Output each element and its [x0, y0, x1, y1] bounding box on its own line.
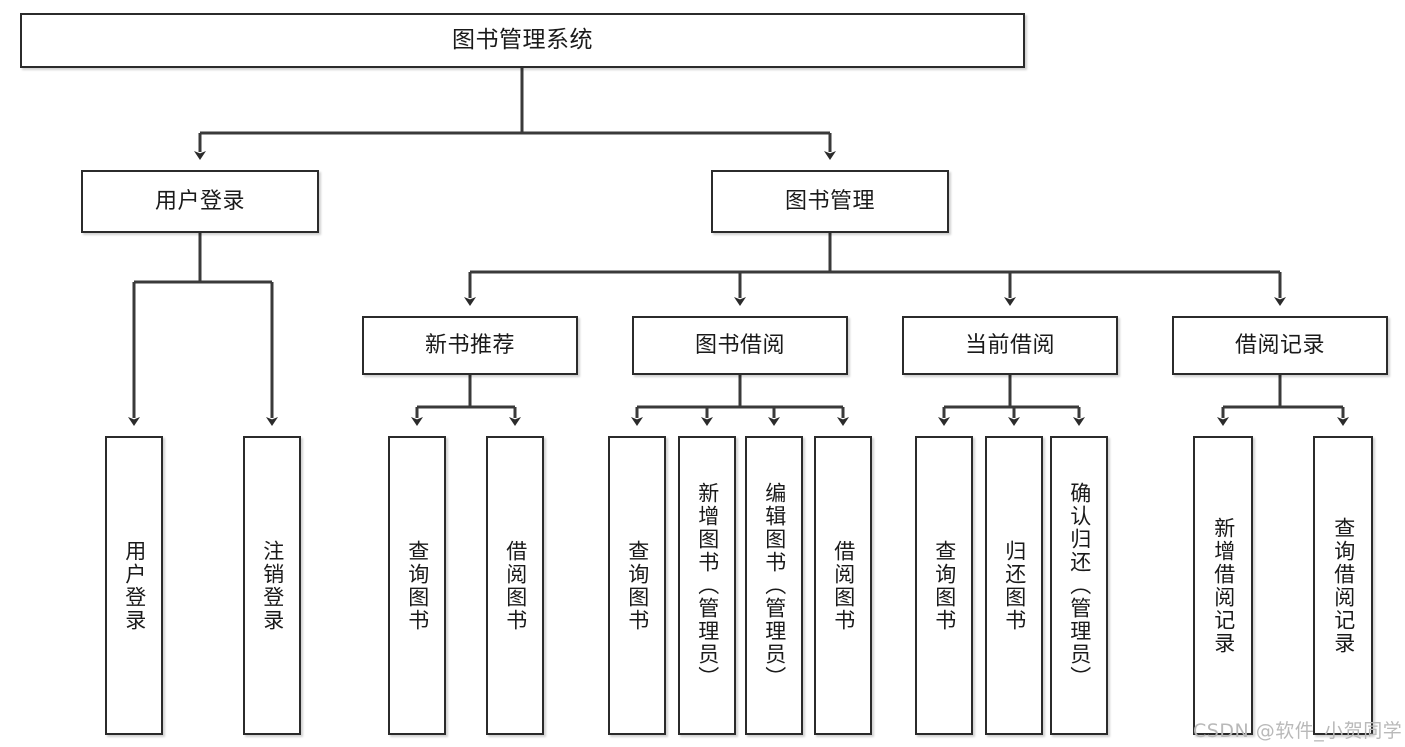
node-leaf-edit-book-admin[interactable]: 编辑图书（管理员）	[745, 436, 803, 735]
node-leaf-add-book-admin[interactable]: 新增图书（管理员）	[678, 436, 736, 735]
node-leaf-query-borrow-record[interactable]: 查询借阅记录	[1313, 436, 1373, 735]
node-leaf-logout-login[interactable]: 注销登录	[243, 436, 301, 735]
node-book-borrow-label: 图书借阅	[694, 332, 785, 358]
node-leaf-add-book-admin-label: 新增图书（管理员）	[695, 482, 720, 689]
node-root[interactable]: 图书管理系统	[20, 13, 1025, 68]
node-leaf-borrow-book-recommend[interactable]: 借阅图书	[486, 436, 544, 735]
node-current-borrow-label: 当前借阅	[964, 332, 1055, 358]
node-root-label: 图书管理系统	[452, 26, 593, 53]
csdn-watermark: CSDN @软件_小贺同学	[1193, 720, 1403, 742]
node-leaf-borrow-book-recommend-label: 借阅图书	[503, 539, 528, 632]
node-leaf-user-login[interactable]: 用户登录	[105, 436, 163, 735]
node-leaf-edit-book-admin-label: 编辑图书（管理员）	[762, 482, 787, 689]
node-leaf-confirm-return-admin-label: 确认归还（管理员）	[1067, 482, 1092, 689]
node-leaf-user-login-label: 用户登录	[122, 539, 147, 632]
node-new-book-recommend[interactable]: 新书推荐	[362, 316, 578, 375]
node-leaf-confirm-return-admin[interactable]: 确认归还（管理员）	[1050, 436, 1108, 735]
node-borrow-record[interactable]: 借阅记录	[1172, 316, 1388, 375]
node-leaf-query-book-current-label: 查询图书	[932, 539, 957, 632]
node-leaf-query-borrow-record-label: 查询借阅记录	[1331, 516, 1356, 655]
node-leaf-add-borrow-record[interactable]: 新增借阅记录	[1193, 436, 1253, 735]
node-leaf-logout-login-label: 注销登录	[260, 539, 285, 632]
node-leaf-query-book-borrow-label: 查询图书	[625, 539, 650, 632]
node-leaf-add-borrow-record-label: 新增借阅记录	[1211, 516, 1236, 655]
node-book-manage[interactable]: 图书管理	[711, 170, 949, 233]
node-leaf-borrow-book-borrow-label: 借阅图书	[831, 539, 856, 632]
node-leaf-query-book-borrow[interactable]: 查询图书	[608, 436, 666, 735]
node-leaf-return-book[interactable]: 归还图书	[985, 436, 1043, 735]
node-borrow-record-label: 借阅记录	[1234, 332, 1325, 358]
node-leaf-borrow-book-borrow[interactable]: 借阅图书	[814, 436, 872, 735]
node-leaf-query-book-recommend[interactable]: 查询图书	[388, 436, 446, 735]
node-user-login[interactable]: 用户登录	[81, 170, 319, 233]
node-book-manage-label: 图书管理	[784, 188, 875, 214]
node-new-book-recommend-label: 新书推荐	[424, 332, 515, 358]
node-book-borrow[interactable]: 图书借阅	[632, 316, 848, 375]
node-leaf-query-book-recommend-label: 查询图书	[405, 539, 430, 632]
node-user-login-label: 用户登录	[154, 188, 245, 214]
node-leaf-query-book-current[interactable]: 查询图书	[915, 436, 973, 735]
node-current-borrow[interactable]: 当前借阅	[902, 316, 1118, 375]
node-leaf-return-book-label: 归还图书	[1002, 539, 1027, 632]
